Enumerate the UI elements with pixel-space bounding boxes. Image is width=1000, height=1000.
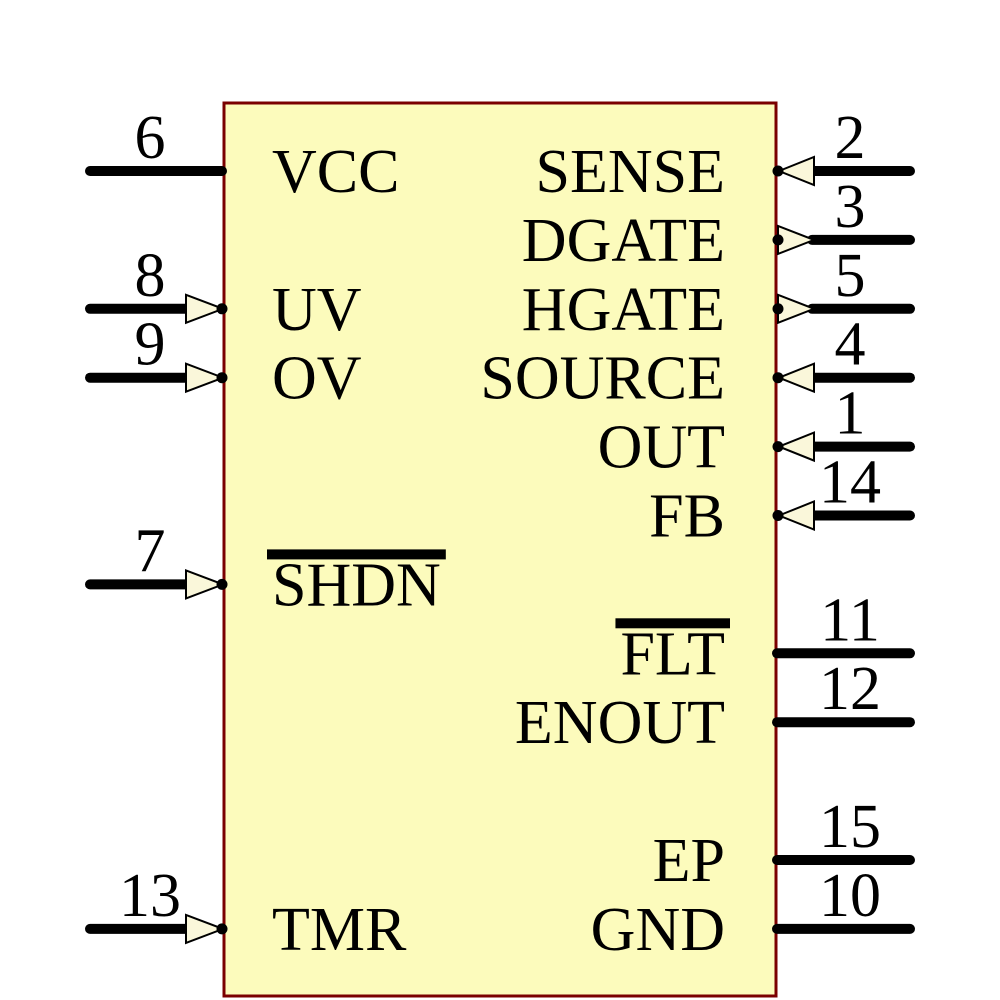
pin-label: OV <box>272 345 362 413</box>
pin-number: 2 <box>835 104 866 172</box>
pin-label: EP <box>653 827 725 895</box>
pin-number: 13 <box>119 862 181 930</box>
pin-label: SOURCE <box>480 345 725 413</box>
pin-label: HGATE <box>522 276 725 344</box>
pin-number: 5 <box>835 242 866 310</box>
pin-number: 6 <box>135 104 166 172</box>
pin-label: OUT <box>598 414 725 482</box>
pin-dot <box>772 303 784 315</box>
pin-arrow-in-icon <box>776 155 815 187</box>
pin-label: GND <box>591 896 725 964</box>
pin-label: SENSE <box>536 138 725 206</box>
pin-number: 15 <box>819 793 881 861</box>
pin-arrow-in-icon <box>776 500 815 531</box>
pin-dot <box>772 234 784 246</box>
pin-number: 7 <box>135 517 166 585</box>
pin-number: 11 <box>820 586 880 654</box>
pin-label-overline <box>267 549 446 560</box>
pin-arrow-in-icon <box>185 293 226 325</box>
pin-number: 10 <box>819 862 881 930</box>
pin-label: UV <box>272 276 362 344</box>
pin-arrow-in-icon <box>776 362 815 394</box>
pin-label: VCC <box>272 138 399 206</box>
pin-arrow-in-icon <box>185 913 226 945</box>
pin-arrow-in-icon <box>776 431 815 463</box>
pin-arrow-in-icon <box>185 362 226 394</box>
pin-label: FLT <box>620 620 725 688</box>
pin-dot <box>772 165 784 177</box>
pin-number: 9 <box>135 311 166 379</box>
pin-label: TMR <box>272 896 407 964</box>
pin-dot <box>216 372 228 384</box>
pin-number: 8 <box>135 242 166 310</box>
pin-label: SHDN <box>272 551 441 619</box>
pin-label-overline <box>615 618 730 629</box>
pin-dot <box>216 923 228 935</box>
pin-number: 14 <box>819 449 881 517</box>
pin-dot <box>772 372 784 384</box>
pin-label: DGATE <box>522 207 725 275</box>
pin-dot <box>216 303 228 315</box>
pin-number: 12 <box>819 655 881 723</box>
pin-dot <box>772 441 784 453</box>
pin-number: 4 <box>835 311 866 379</box>
pin-arrow-in-icon <box>185 568 226 600</box>
pin-dot <box>216 578 228 590</box>
pin-label: ENOUT <box>515 689 725 757</box>
pin-number: 1 <box>835 380 866 448</box>
pin-number: 3 <box>835 173 866 241</box>
pin-label: FB <box>649 483 725 551</box>
pin-dot <box>772 510 784 521</box>
